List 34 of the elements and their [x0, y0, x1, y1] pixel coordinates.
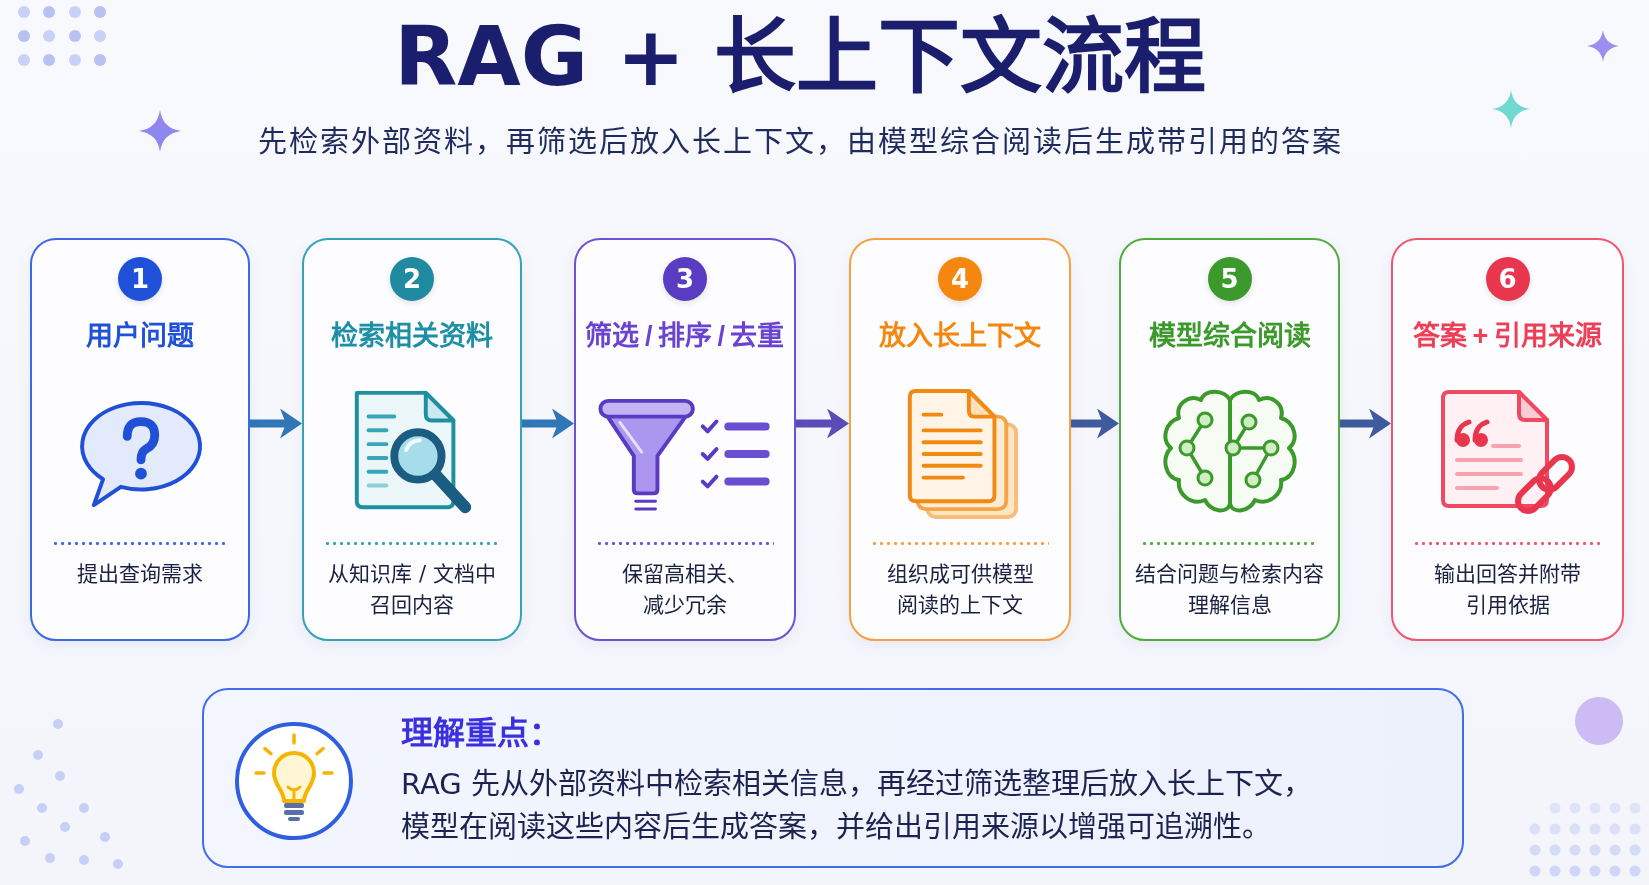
step-description: 组织成可供模型阅读的上下文	[885, 561, 1035, 619]
subtitle: 先检索外部资料，再筛选后放入长上下文，由模型综合阅读后生成带引用的答案	[257, 124, 1343, 161]
step-title: 答案 + 引用来源	[1413, 320, 1602, 353]
arrow	[1340, 408, 1391, 439]
step-title: 用户问题	[86, 320, 194, 353]
step-number-badge: 5	[1207, 257, 1252, 301]
panel-text: RAG 先从外部资料中检索相关信息，再经过筛选整理后放入长上下文，模型在阅读这些内容后生成答案，并给出引用来源以增强可追溯性。	[401, 766, 1313, 846]
step-card	[30, 238, 250, 641]
key-point-panel	[202, 688, 1464, 868]
step-card	[1391, 238, 1624, 641]
step-title: 放入长上下文	[879, 320, 1041, 353]
arrow	[522, 408, 574, 439]
step-number-badge: 2	[390, 257, 434, 301]
title: RAG + 长上下文流程	[394, 12, 1206, 102]
step-description: 提出查询需求	[76, 561, 204, 588]
step-card	[302, 238, 522, 641]
step-number-badge: 4	[938, 257, 982, 301]
step-number-badge: 3	[663, 257, 707, 301]
step-title: 模型综合阅读	[1148, 320, 1311, 353]
arrow	[1071, 408, 1119, 439]
step-description: 从知识库 / 文档中召回内容	[327, 561, 497, 619]
step-number-badge: 6	[1485, 257, 1530, 301]
step-card	[849, 238, 1071, 641]
arrow	[796, 408, 849, 439]
step-card	[1119, 238, 1340, 641]
step-description: 输出回答并附带引用依据	[1433, 561, 1582, 619]
step-description: 保留高相关、减少冗余	[621, 561, 749, 619]
arrow	[250, 408, 302, 439]
panel-heading: 理解重点：	[401, 713, 561, 753]
step-description: 结合问题与检索内容理解信息	[1134, 561, 1325, 619]
step-card	[574, 238, 796, 641]
step-number-badge: 1	[118, 257, 162, 301]
step-title: 筛选 / 排序 / 去重	[585, 320, 785, 353]
step-title: 检索相关资料	[331, 320, 493, 353]
